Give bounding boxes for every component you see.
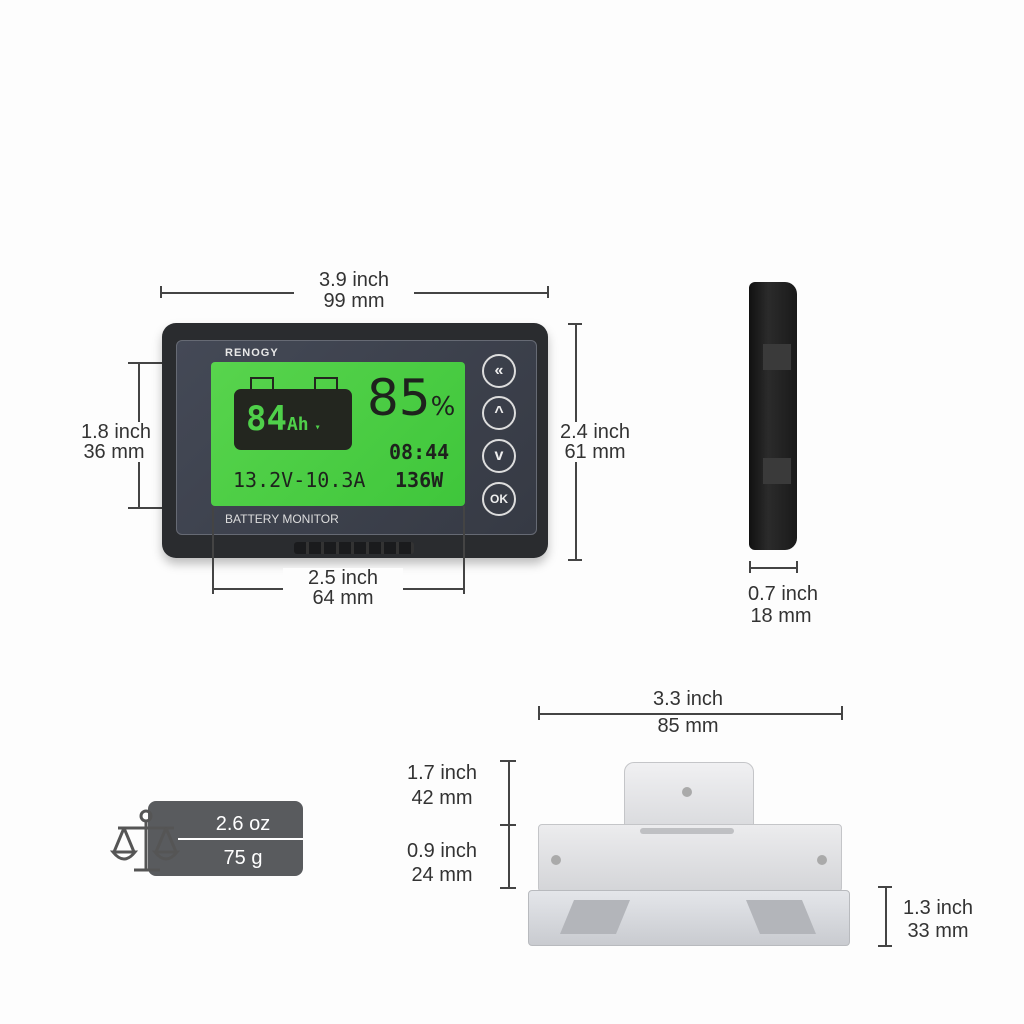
up-button[interactable]: ^ xyxy=(482,396,516,430)
back-button[interactable]: « xyxy=(482,354,516,388)
tick xyxy=(568,559,582,561)
depth-line xyxy=(749,567,797,569)
percent-unit: % xyxy=(430,392,456,422)
bracket-width-line xyxy=(538,713,842,715)
front-height-inch: 2.4 inch xyxy=(535,422,655,442)
bracket-total-inch: 1.7 inch xyxy=(406,762,478,784)
voltage-current: 13.2V-10.3A xyxy=(233,468,366,492)
soc-percent: 85 xyxy=(367,369,431,427)
tick xyxy=(500,824,516,826)
tick xyxy=(500,760,516,762)
screen-width-mm: 64 mm xyxy=(283,588,403,608)
tick xyxy=(841,706,843,720)
tick xyxy=(160,286,162,298)
tick xyxy=(547,286,549,298)
screen-height-inch: 1.8 inch xyxy=(56,422,176,442)
tick xyxy=(878,886,892,888)
capacity-unit: Ah xyxy=(286,414,309,435)
bracket-width-inch: 3.3 inch xyxy=(628,689,748,709)
tick xyxy=(878,945,892,947)
depth-mm: 18 mm xyxy=(750,605,812,627)
tick xyxy=(568,323,582,325)
bracket-width-mm: 85 mm xyxy=(628,716,748,736)
front-height-mm: 61 mm xyxy=(535,442,655,462)
battery-icon: 84Ah ▾ xyxy=(234,377,352,450)
bracket-total-mm: 42 mm xyxy=(411,787,473,809)
weight-oz: 2.6 oz xyxy=(215,813,271,835)
screen-height-mm: 36 mm xyxy=(54,442,174,462)
battery-monitor-side xyxy=(749,282,797,550)
weight-badge: 2.6 oz 75 g xyxy=(148,801,303,876)
bracket-lower-inch: 0.9 inch xyxy=(406,840,478,862)
bracket-base-inch: 1.3 inch xyxy=(902,897,974,919)
power-reading: 136W xyxy=(395,468,444,492)
front-width-inch: 3.9 inch xyxy=(294,270,414,290)
screen-width-inch: 2.5 inch xyxy=(283,568,403,588)
vent-slots xyxy=(294,542,414,554)
brand-logo: RENOGY xyxy=(225,347,279,359)
tick xyxy=(500,887,516,889)
weight-g: 75 g xyxy=(223,847,263,869)
battery-monitor-front: RENOGY 84Ah ▾ 85% 08:44 13.2V-10.3A 136W… xyxy=(162,323,548,558)
depth-inch: 0.7 inch xyxy=(747,583,819,605)
tick xyxy=(538,706,540,720)
scale-icon xyxy=(110,809,180,872)
model-label: BATTERY MONITOR xyxy=(225,512,339,526)
bracket-base-mm: 33 mm xyxy=(907,920,969,942)
down-button[interactable]: v xyxy=(482,439,516,473)
bracket-lower-mm: 24 mm xyxy=(411,864,473,886)
tick xyxy=(749,561,751,573)
tick xyxy=(212,506,214,594)
tick xyxy=(463,506,465,594)
tick xyxy=(796,561,798,573)
bracket-base-line xyxy=(885,886,887,946)
lcd-screen: 84Ah ▾ 85% 08:44 13.2V-10.3A 136W xyxy=(211,362,465,506)
ok-button[interactable]: OK xyxy=(482,482,516,516)
front-panel: RENOGY 84Ah ▾ 85% 08:44 13.2V-10.3A 136W… xyxy=(176,340,537,535)
front-width-mm: 99 mm xyxy=(294,291,414,311)
remaining-time: 08:44 xyxy=(389,440,450,464)
capacity-value: 84 xyxy=(246,399,287,439)
